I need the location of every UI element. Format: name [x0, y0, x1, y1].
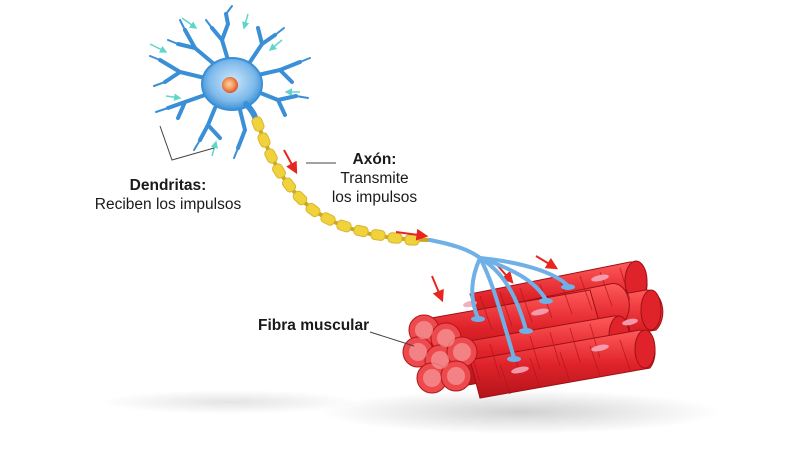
nucleus	[222, 77, 238, 93]
impulse-arrows	[283, 149, 559, 303]
muscle-shadow	[320, 390, 720, 434]
synaptic-endings	[471, 284, 575, 362]
dendrites	[149, 5, 311, 159]
muscle-fiber	[469, 329, 656, 399]
muscle-leader-line	[369, 331, 415, 347]
input-arrows	[149, 13, 300, 157]
axon	[251, 116, 431, 246]
dendrites-leader-line	[159, 125, 215, 161]
fiber-nuclei	[463, 274, 638, 374]
muscle-bundle	[402, 260, 664, 399]
axon-description-line2: los impulsos	[331, 189, 418, 206]
dendrites-title: Dendritas:	[129, 177, 207, 194]
myelin-sheath	[251, 116, 420, 246]
muscle-label: Fibra muscular	[258, 316, 408, 335]
neuron	[149, 5, 311, 159]
axon-title: Axón:	[352, 151, 397, 168]
axon-description-line1: Transmite	[340, 170, 409, 187]
axon-label: Axón: Transmite los impulsos	[322, 150, 427, 207]
dendrites-description: Reciben los impulsos	[94, 196, 242, 213]
dendrites-label: Dendritas: Reciben los impulsos	[78, 176, 258, 214]
muscle-title: Fibra muscular	[258, 317, 370, 334]
striations	[469, 267, 631, 395]
fiber-cross-section-texture	[409, 321, 471, 387]
neuron-shadow	[100, 390, 360, 414]
axon-terminals	[428, 238, 570, 360]
